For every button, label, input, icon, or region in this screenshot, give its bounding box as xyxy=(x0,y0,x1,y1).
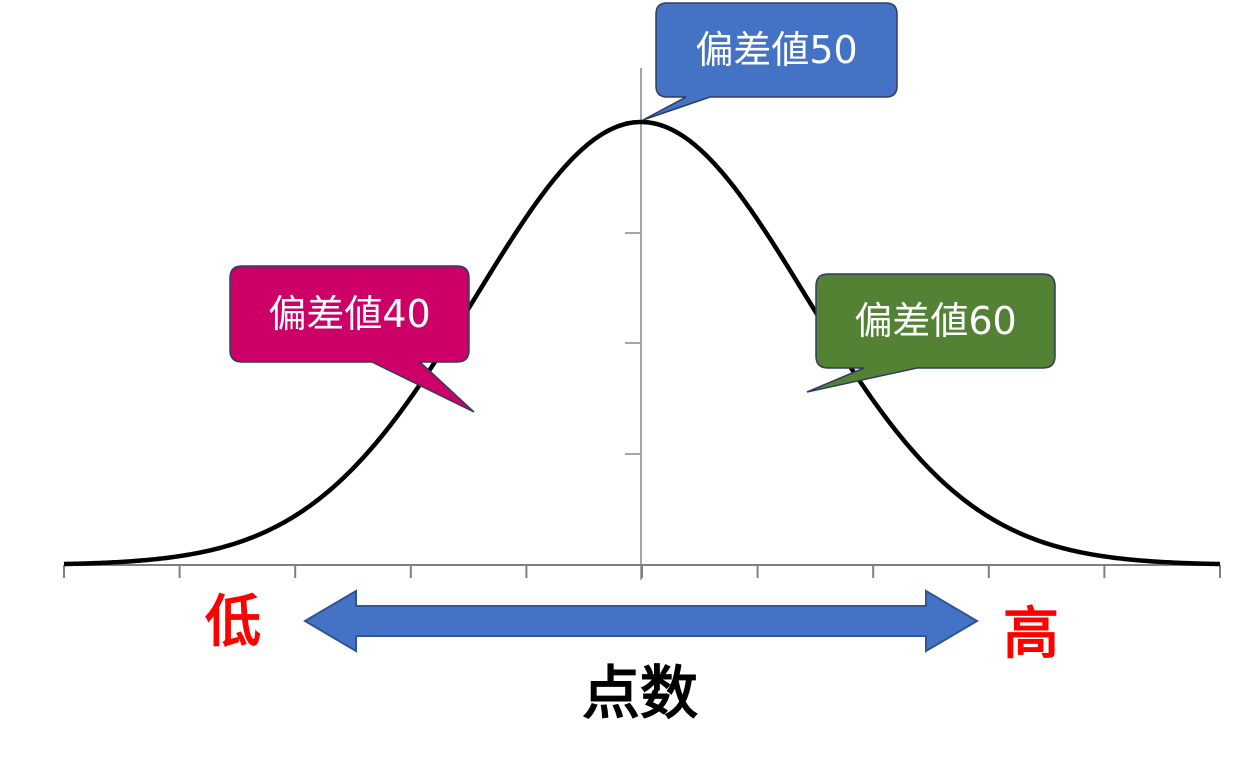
callout-deviation-50-label: 偏差値50 xyxy=(695,28,858,72)
score-range-arrow xyxy=(303,589,979,653)
bell-curve xyxy=(63,119,1221,567)
high-score-label: 高 xyxy=(1003,602,1059,667)
center-axis-ticks xyxy=(625,121,641,455)
callout-deviation-60 xyxy=(806,273,1056,393)
horizontal-axis-ticks xyxy=(63,565,1221,578)
callout-deviation-50 xyxy=(642,2,898,121)
callout-deviation-40 xyxy=(229,265,475,413)
low-score-label: 低 xyxy=(205,590,261,655)
score-axis-label: 点数 xyxy=(581,659,698,727)
callout-deviation-60-label: 偏差値60 xyxy=(854,299,1017,343)
callout-deviation-40-label: 偏差値40 xyxy=(268,292,431,336)
